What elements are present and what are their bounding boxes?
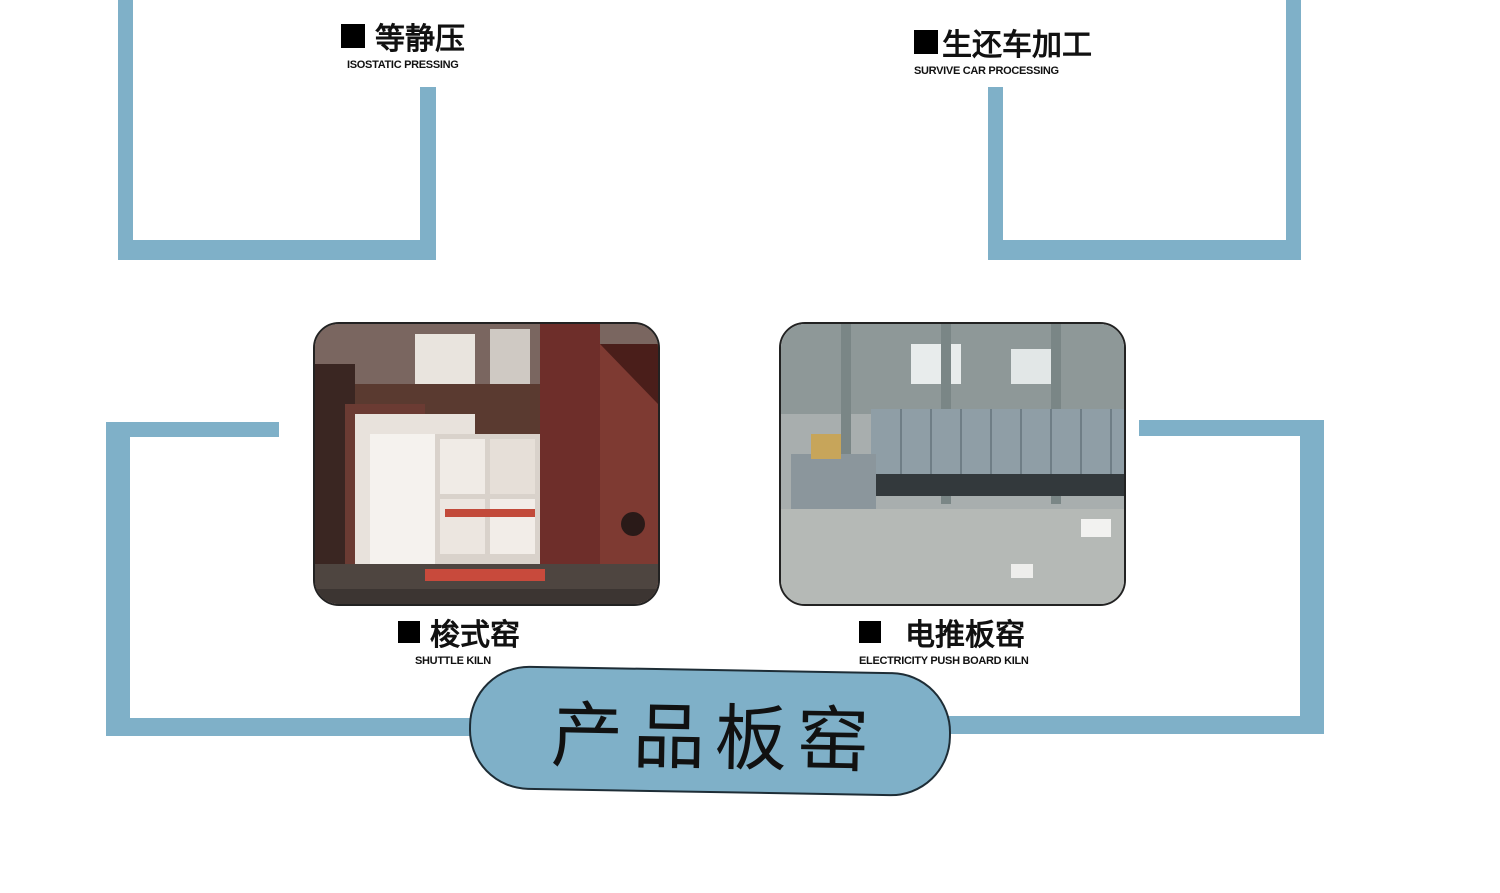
- frame-line: [988, 87, 1003, 260]
- label-en: ISOSTATIC PRESSING: [347, 59, 459, 71]
- section-title: 产品板窑: [550, 692, 880, 783]
- frame-line: [988, 240, 1301, 260]
- frame-line: [420, 87, 436, 260]
- label-cn: 电推板窑: [905, 618, 1025, 653]
- frame-line: [118, 0, 133, 260]
- label-en: ELECTRICITY PUSH BOARD KILN: [859, 655, 1029, 667]
- label-en: SHUTTLE KILN: [415, 655, 491, 667]
- label-push-board-kiln: 电推板窑 ELECTRICITY PUSH BOARD KILN: [859, 610, 1029, 667]
- frame-line: [106, 422, 130, 736]
- label-en: SURVIVE CAR PROCESSING: [914, 65, 1059, 77]
- label-isostatic-pressing: 等静压 ISOSTATIC PRESSING: [341, 14, 465, 71]
- label-shuttle-kiln: 梭式窑 SHUTTLE KILN: [398, 610, 520, 667]
- section-title-pill: 产品板窑: [467, 664, 953, 798]
- bullet-square: [341, 24, 365, 48]
- bullet-square: [914, 30, 938, 54]
- frame-line: [106, 422, 279, 437]
- bullet-square: [859, 621, 881, 643]
- frame-line: [1300, 420, 1324, 734]
- label-cn: 生还车加工: [942, 28, 1092, 63]
- label-cn: 等静压: [375, 22, 465, 57]
- label-cn: 梭式窑: [430, 618, 520, 653]
- shuttle-kiln-photo: [313, 322, 660, 606]
- frame-line: [940, 716, 1324, 734]
- label-survive-car-processing: 生还车加工 SURVIVE CAR PROCESSING: [914, 20, 1092, 77]
- bullet-square: [398, 621, 420, 643]
- frame-line: [118, 240, 436, 260]
- frame-line: [106, 718, 476, 736]
- frame-line: [1139, 420, 1324, 436]
- frame-line: [1286, 0, 1301, 260]
- push-board-kiln-photo: [779, 322, 1126, 606]
